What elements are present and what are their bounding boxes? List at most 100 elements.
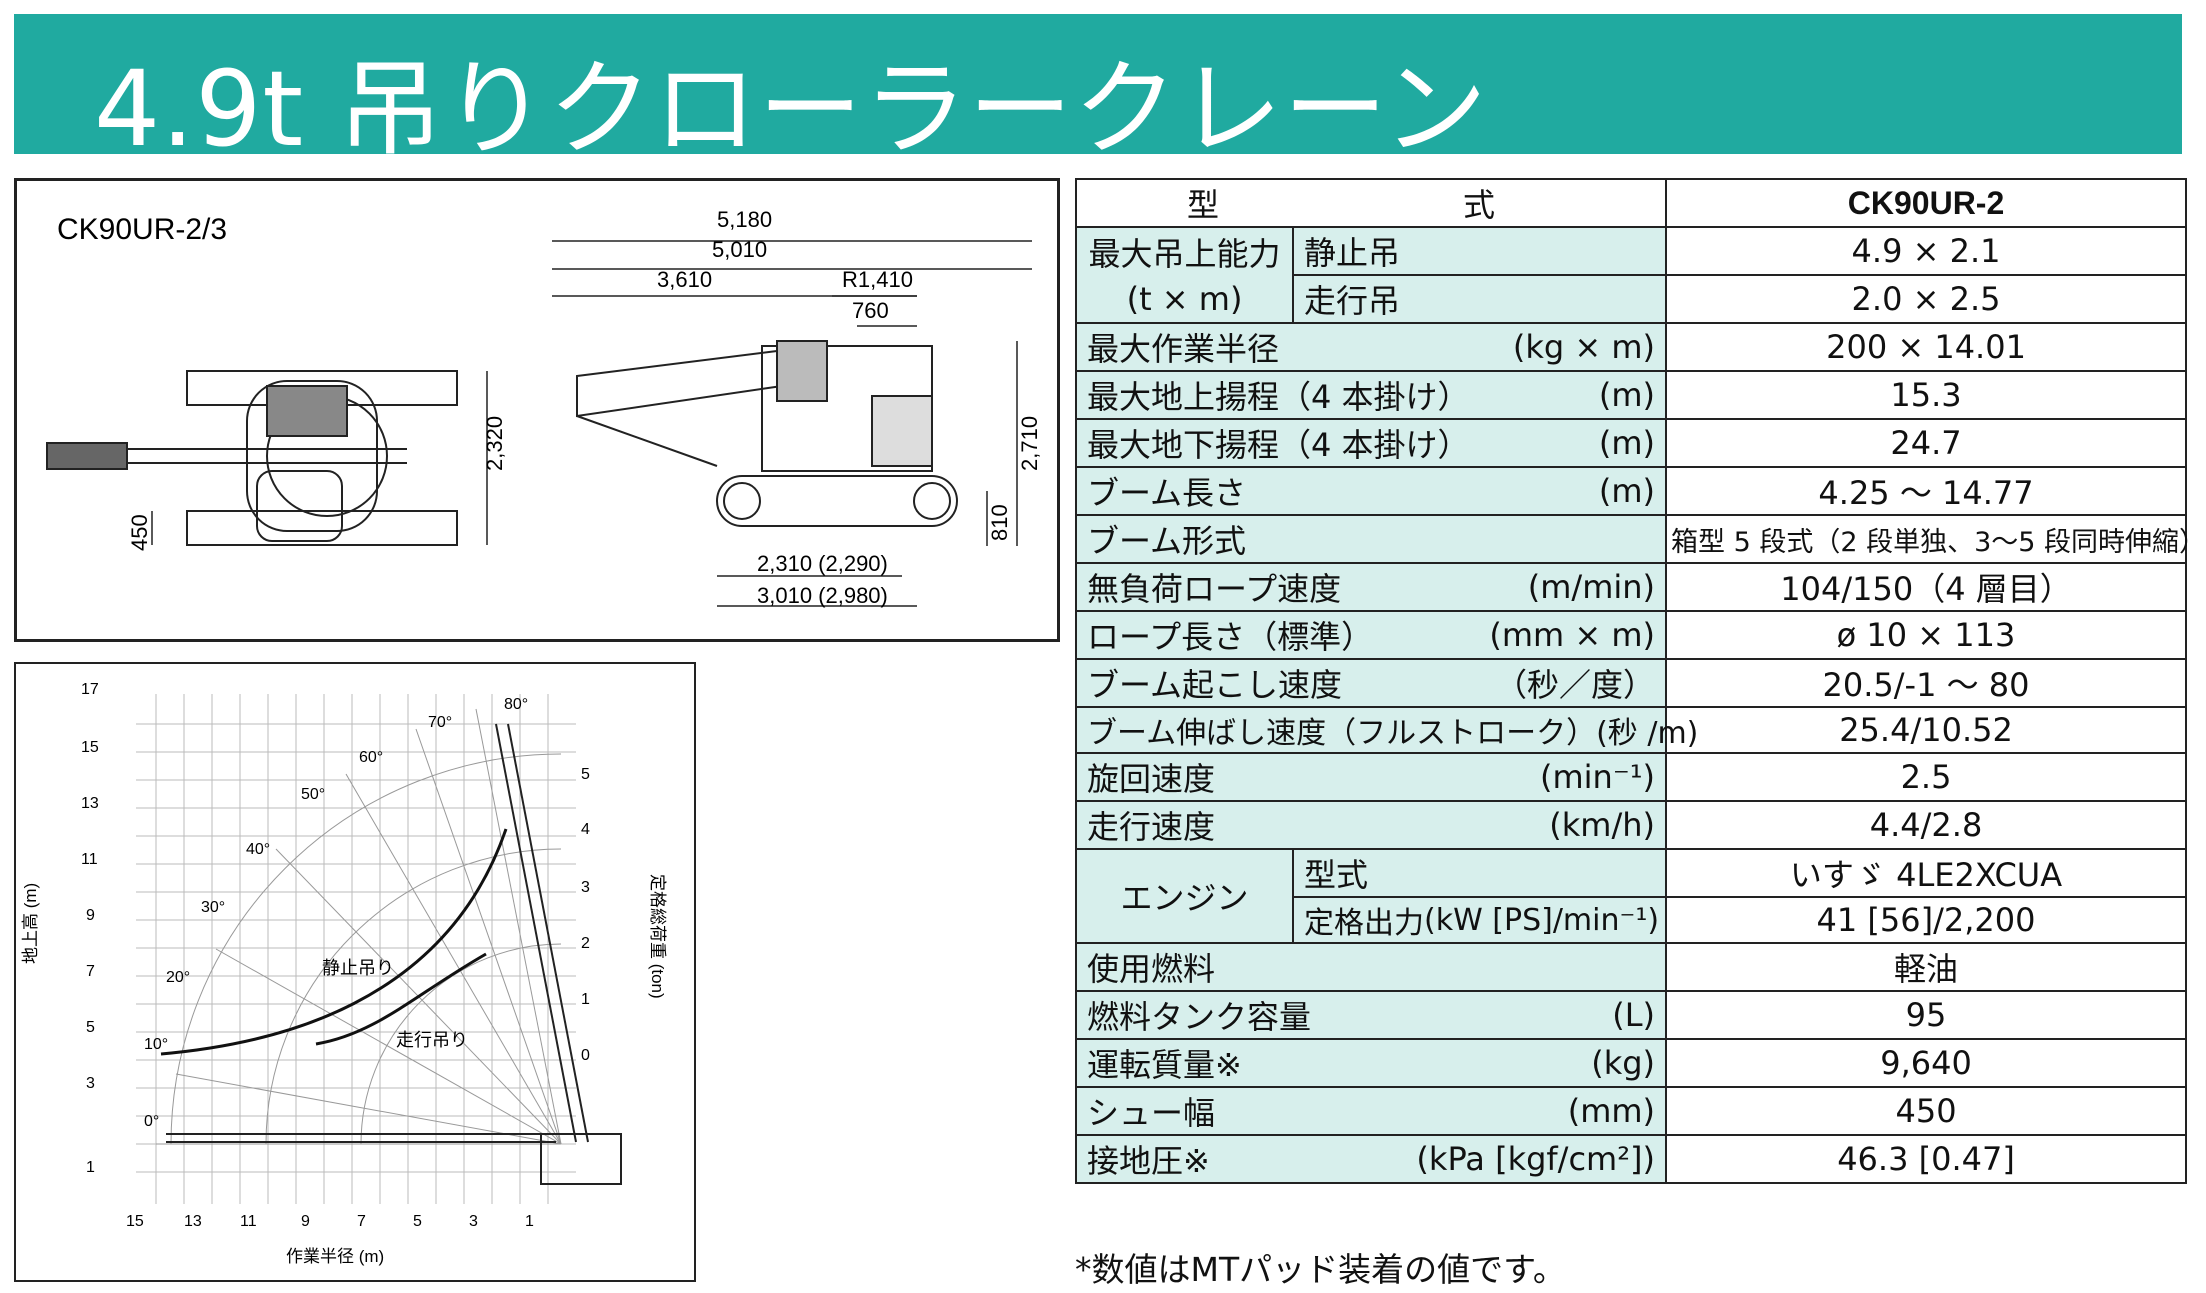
machine-drawing: CK90UR-2/3 2,320 450 — [46, 207, 1042, 608]
dim-height-2320: 2,320 — [482, 416, 507, 471]
title-banner: 4.9t 吊りクローラークレーン — [14, 14, 2182, 170]
table-row: ブーム形式 箱型 5 段式（2 段単独、3～5 段同時伸縮） — [1074, 514, 2206, 564]
x-tick-15: 15 — [126, 1213, 144, 1230]
row-value: 4.25 ～ 14.77 — [1665, 466, 2188, 516]
load-tick-1: 1 — [581, 991, 590, 1008]
row-value: 25.4/10.52 — [1665, 706, 2188, 754]
row-unit: (mm) — [1567, 1092, 1656, 1130]
model-label: CK90UR-2/3 — [57, 213, 227, 246]
table-row: 運転質量※(kg) 9,640 — [1074, 1038, 2188, 1088]
side-view-drawing — [576, 340, 958, 527]
row-value-output: 41 [56]/2,200 — [1665, 896, 2188, 944]
load-tick-3: 3 — [581, 879, 590, 896]
dim-810: 810 — [987, 504, 1012, 541]
y-tick-7: 7 — [86, 963, 95, 980]
table-row: シュー幅(mm) 450 — [1074, 1086, 2188, 1136]
load-tick-0: 0 — [581, 1047, 590, 1064]
table-row: 旋回速度(min⁻¹) 2.5 — [1074, 752, 2188, 802]
dim-3610: 3,610 — [657, 267, 712, 292]
row-label: 最大作業半径 — [1087, 330, 1280, 368]
row-label: 使用燃料 — [1087, 950, 1216, 988]
table-row: エンジン 型式 いすゞ 4LE2XCUA — [1075, 848, 2188, 944]
load-tick-2: 2 — [581, 935, 590, 952]
row-value-engine-model: いすゞ 4LE2XCUA — [1665, 848, 2188, 898]
row-label-unit: (t × m) — [1075, 275, 1294, 324]
y-tick-9: 9 — [86, 907, 95, 924]
dim-shoe-450: 450 — [127, 514, 152, 551]
row-label-max-lift: 最大吊上能力 — [1075, 226, 1294, 275]
y-tick-17: 17 — [81, 681, 99, 698]
row-label: 走行速度 — [1087, 808, 1216, 846]
working-range-chart-panel: 17 15 13 11 9 7 5 3 1 15 13 11 9 7 5 3 1… — [14, 662, 696, 1282]
dim-2310: 2,310 (2,290) — [757, 551, 888, 576]
x-tick-1: 1 — [525, 1213, 534, 1230]
dim-760: 760 — [852, 298, 889, 323]
x-tick-13: 13 — [184, 1213, 202, 1230]
row-sub-output: 定格出力 — [1304, 906, 1424, 941]
row-sub-static: 静止吊 — [1291, 226, 1668, 276]
row-unit: (m) — [1598, 376, 1656, 414]
row-unit: (m) — [1598, 424, 1656, 462]
row-value: 4.4/2.8 — [1665, 800, 2188, 850]
load-tick-4: 4 — [581, 821, 590, 838]
y-tick-11: 11 — [81, 851, 98, 868]
angle-label-10: 10° — [144, 1036, 168, 1053]
row-sub-engine-model: 型式 — [1291, 848, 1668, 898]
row-value: 46.3 [0.47] — [1665, 1134, 2188, 1184]
row-label: 燃料タンク容量 — [1087, 998, 1312, 1036]
table-row: 定格出力(kW [PS]/min⁻¹) 41 [56]/2,200 — [1076, 896, 2188, 944]
row-label-engine: エンジン — [1075, 848, 1294, 944]
row-label: ブーム伸ばし速度（フルストローク）(秒 /m) — [1087, 716, 1699, 751]
row-label: ブーム長さ — [1087, 474, 1247, 512]
y-tick-15: 15 — [81, 739, 99, 756]
working-range-chart: 17 15 13 11 9 7 5 3 1 15 13 11 9 7 5 3 1… — [21, 681, 667, 1266]
curve-label-travel: 走行吊り — [396, 1030, 468, 1050]
load-curves — [160, 828, 508, 1056]
spec-table: 型 式 CK90UR-2 最大吊上能力 静止吊 4.9 × 2.1 (t × m… — [1074, 178, 2206, 1184]
row-unit: (m) — [1598, 472, 1656, 510]
row-label: 無負荷ロープ速度 — [1087, 570, 1342, 608]
row-unit: (kW [PS]/min⁻¹) — [1424, 902, 1660, 938]
angle-label-80: 80° — [504, 696, 528, 713]
row-label: 最大地上揚程（4 本掛け） — [1087, 378, 1470, 416]
curve-label-static: 静止吊り — [322, 958, 394, 978]
row-value: 箱型 5 段式（2 段単独、3～5 段同時伸縮） — [1665, 514, 2206, 564]
x-tick-3: 3 — [469, 1213, 478, 1230]
row-value: 15.3 — [1665, 370, 2188, 420]
table-row: 無負荷ロープ速度(m/min) 104/150（4 層目） — [1074, 562, 2188, 612]
row-unit: (kg × m) — [1512, 328, 1656, 366]
row-unit: (L) — [1612, 996, 1656, 1034]
machine-drawing-panel: CK90UR-2/3 2,320 450 — [14, 178, 1060, 642]
row-label: シュー幅 — [1087, 1094, 1216, 1132]
row-value: 2.5 — [1665, 752, 2188, 802]
row-value: 軽油 — [1665, 942, 2188, 992]
page-title: 4.9t 吊りクローラークレーン — [94, 48, 1489, 170]
boom-drawing — [166, 723, 622, 1185]
table-row: 燃料タンク容量(L) 95 — [1074, 990, 2188, 1040]
chart-grid — [136, 694, 576, 1204]
row-unit: (m/min) — [1527, 568, 1656, 606]
angle-label-40: 40° — [246, 841, 270, 858]
row-value: 200 × 14.01 — [1665, 322, 2188, 372]
row-label: ブーム形式 — [1087, 522, 1247, 560]
dim-height-2710: 2,710 — [1017, 416, 1042, 471]
y-tick-3: 3 — [86, 1075, 95, 1092]
top-view-dimensions — [151, 371, 488, 545]
row-label: ブーム起こし速度 — [1087, 666, 1343, 704]
x-tick-9: 9 — [301, 1213, 310, 1230]
row-value-static: 4.9 × 2.1 — [1665, 226, 2188, 276]
table-row: 最大地上揚程（4 本掛け） (m) 15.3 — [1074, 370, 2188, 420]
row-label: ロープ長さ（標準） — [1087, 618, 1374, 656]
table-row: ブーム長さ (m) 4.25 ～ 14.77 — [1074, 466, 2188, 516]
table-row: ブーム起こし速度（秒／度） 20.5/-1 ～ 80 — [1074, 658, 2188, 708]
row-label: 旋回速度 — [1087, 760, 1216, 798]
dim-r1410: R1,410 — [842, 267, 913, 292]
chart-arcs — [156, 708, 562, 1145]
side-view-dimensions — [552, 240, 1032, 607]
right-axis-label: 定格総荷重 (ton) — [648, 874, 667, 999]
dim-5010: 5,010 — [712, 237, 767, 262]
angle-label-30: 30° — [201, 899, 225, 916]
row-unit: (mm × m) — [1489, 616, 1656, 654]
dim-3010: 3,010 (2,980) — [757, 583, 888, 608]
table-row: 最大吊上能力 静止吊 4.9 × 2.1 — [1075, 226, 2188, 276]
